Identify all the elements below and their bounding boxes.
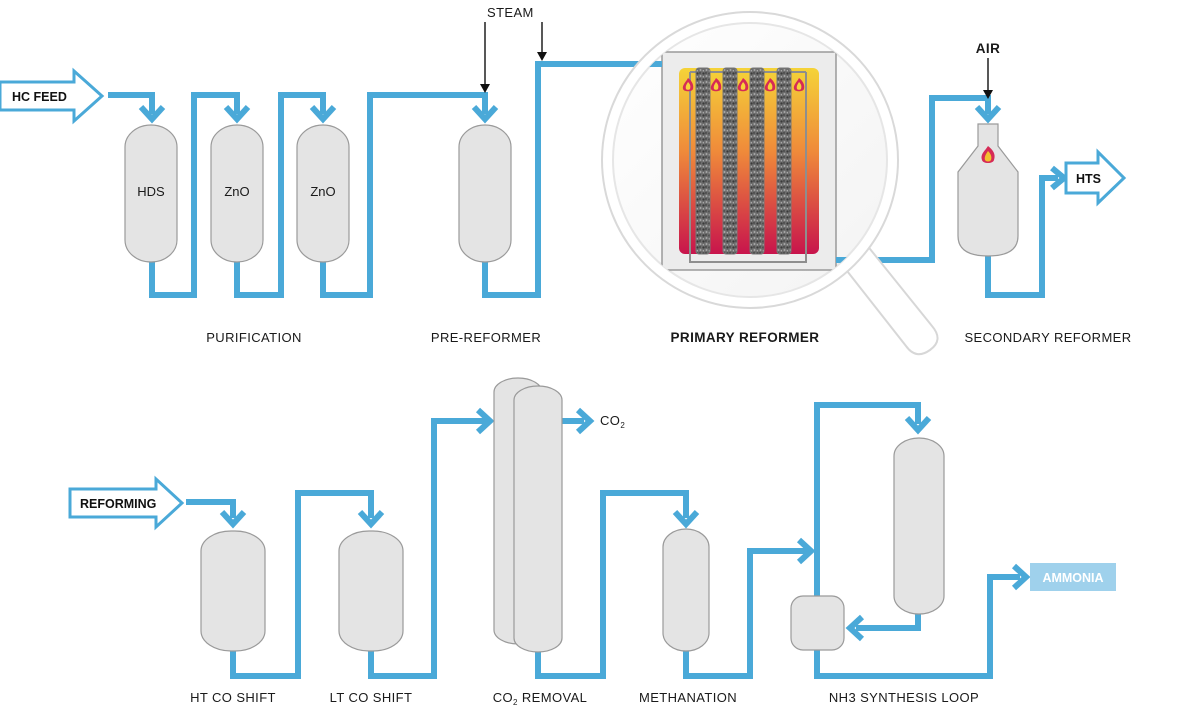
ammonia-label: AMMONIA [1042,571,1103,585]
pipe-reactor-return [856,612,921,631]
nh3-loop-exchanger [790,595,845,651]
methanation-label: METHANATION [639,690,737,705]
pre-reformer-vessel [458,124,512,263]
pipe-htshift-ltshift [230,490,374,679]
purification-label: PURIFICATION [206,330,302,345]
nh3-synthesis-loop-label: NH3 SYNTHESIS LOOP [829,690,979,705]
primary-reformer-label: PRIMARY REFORMER [671,330,820,345]
primary-reformer-furnace [613,51,887,271]
hc-feed-arrow: HC FEED [0,67,105,125]
ht-co-shift-vessel [200,530,266,652]
pipe-hds-zno1 [149,92,240,298]
reforming-label: REFORMING [80,497,156,511]
pipe-feed-hds [108,92,155,114]
steam-air-lines [480,22,993,99]
pipe-prereformer-primary [482,61,640,298]
hts-arrow: HTS [1064,148,1127,207]
pipe-primary-secondary [835,95,991,263]
co2-removal-columns [493,377,563,653]
steam-label: STEAM [487,5,534,20]
hds-label: HDS [137,184,165,199]
secondary-reformer-label: SECONDARY REFORMER [964,330,1131,345]
co2-output-label: CO2 [600,413,625,430]
co2-removal-label: CO2 REMOVAL [493,690,588,707]
pipe-zno1-zno2 [234,92,326,298]
hts-label: HTS [1076,172,1101,186]
hds-vessel: HDS [124,124,178,263]
top-pipes [108,61,1058,298]
pipe-loop-top [814,402,921,596]
pre-reformer-label: PRE-REFORMER [431,330,541,345]
flame-icon [981,146,995,163]
pipe-loop-ammonia [814,574,1020,679]
lt-co-shift-vessel [338,530,404,652]
hc-feed-label: HC FEED [12,90,67,104]
air-label: AIR [976,41,1000,56]
reforming-arrow: REFORMING [68,475,185,531]
zno-vessel-2: ZnO [296,124,350,263]
bottom-arrowheads [219,407,1031,642]
top-arrowheads [138,104,1069,191]
magnifier-icon [601,11,939,356]
zno-2-label: ZnO [310,184,335,199]
pipe-reforming-htshift [186,499,236,518]
pipe-zno2-prereformer [320,92,488,298]
pipe-secondary-hts [985,175,1058,298]
flame-icon [682,78,805,92]
nh3-reactor-vessel [893,437,945,615]
zno-1-label: ZnO [224,184,249,199]
pipe-co2removal-methanation [535,490,689,679]
secondary-reformer-vessel [957,123,1019,257]
pipe-methanation-loop [683,548,807,679]
zno-vessel-1: ZnO [210,124,264,263]
methanation-vessel [662,528,710,652]
ammonia-output: AMMONIA [1030,563,1116,591]
ht-co-shift-label: HT CO SHIFT [190,690,276,705]
pipe-ltshift-co2removal [368,418,486,679]
bottom-pipes [186,402,1020,679]
lt-co-shift-label: LT CO SHIFT [330,690,413,705]
